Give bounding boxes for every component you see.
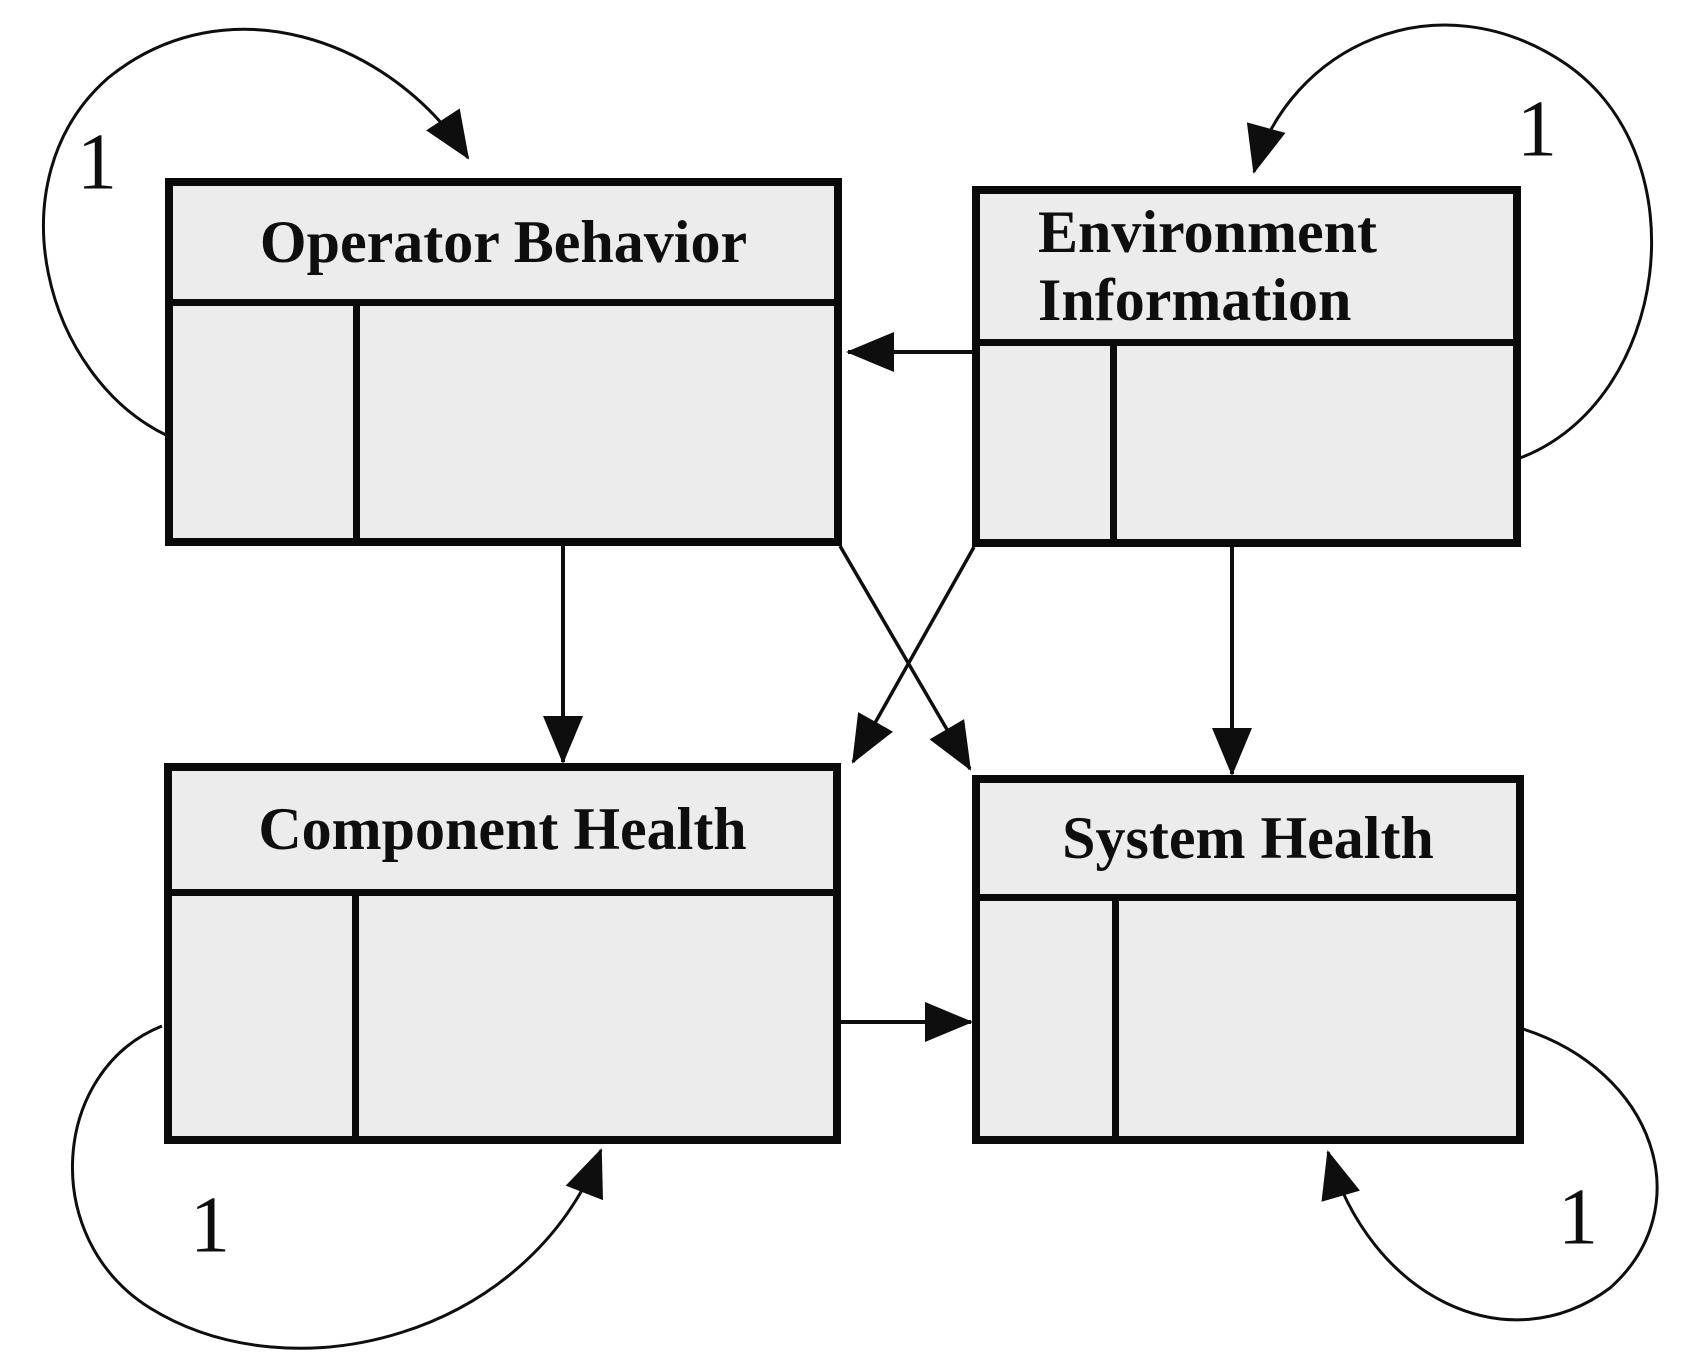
node-title-text: System Health [1062,804,1434,871]
self-loop-system-health [1321,1026,1659,1322]
attribute-cell [980,346,1117,539]
node-title-text: Environment Information [1038,199,1377,333]
self-loop-label-component-health: 1 [190,1181,230,1270]
attribute-cell [980,901,1119,1136]
node-component-health: Component Health [164,763,841,1144]
node-title-text: Operator Behavior [259,208,748,275]
node-title-text: Component Health [258,796,747,863]
node-title-component-health: Component Health [172,771,833,896]
arrow-operator-to-system [838,545,972,771]
node-body [172,896,833,1136]
self-loop-environment-information [1246,23,1654,460]
node-body [980,346,1513,539]
node-title-system-health: System Health [980,783,1516,901]
node-system-health: System Health [972,775,1524,1144]
value-cell [1117,346,1513,539]
value-cell [360,306,834,538]
self-loop-component-health [70,1024,603,1350]
node-operator-behavior: Operator Behavior [165,178,842,546]
self-loop-operator-behavior [42,27,470,438]
node-body [980,901,1516,1136]
node-title-environment-information: Environment Information [980,194,1513,346]
node-body [173,306,834,538]
arrow-environment-to-component [851,546,976,764]
value-cell [1119,901,1516,1136]
attribute-cell [173,306,360,538]
attribute-cell [172,896,359,1136]
self-loop-label-system-health: 1 [1558,1173,1598,1262]
node-title-operator-behavior: Operator Behavior [173,186,834,306]
self-loop-label-operator-behavior: 1 [77,118,117,207]
node-environment-information: Environment Information [972,186,1521,547]
value-cell [359,896,833,1136]
self-loop-label-environment-information: 1 [1517,85,1557,174]
